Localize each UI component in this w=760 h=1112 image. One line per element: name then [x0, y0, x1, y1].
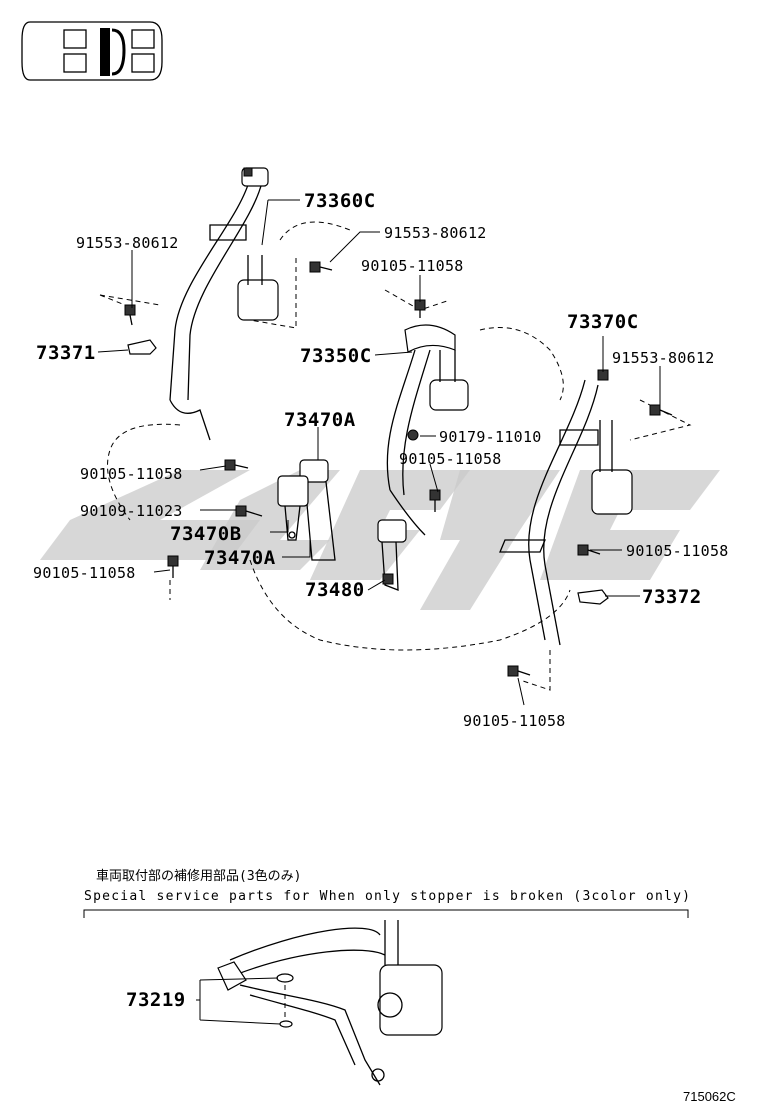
bolt-icon	[243, 167, 253, 177]
label-73480[interactable]: 73480	[305, 579, 365, 601]
service-note-section: 車両取付部の補修用部品(3色のみ) Special service parts …	[83, 868, 690, 1086]
label-73470A-top[interactable]: 73470A	[284, 409, 356, 431]
label-73372[interactable]: 73372	[642, 586, 702, 608]
label-91553-80612-a[interactable]: 91553-80612	[76, 234, 179, 252]
label-90105-11058-e[interactable]: 90105-11058	[626, 542, 729, 560]
label-91553-80612-c[interactable]: 91553-80612	[612, 349, 715, 367]
bolt-icon	[407, 429, 419, 441]
label-73370C[interactable]: 73370C	[567, 311, 639, 333]
leader-lines	[97, 199, 661, 706]
stoppers	[127, 339, 609, 605]
label-73371[interactable]: 73371	[36, 342, 96, 364]
part-number-labels: 73360C 91553-80612 91553-80612 90105-110…	[33, 190, 729, 730]
bolt-icon	[414, 299, 426, 318]
diagram-code: 715062C	[683, 1089, 736, 1104]
label-90179-11010[interactable]: 90179-11010	[439, 428, 542, 446]
label-90105-11058-b[interactable]: 90105-11058	[399, 450, 502, 468]
right-seat-belt-assembly	[499, 379, 692, 691]
bolt-icon	[429, 489, 441, 512]
label-73360C[interactable]: 73360C	[304, 190, 376, 212]
bolt-icon	[382, 573, 394, 585]
label-73350C[interactable]: 73350C	[300, 345, 372, 367]
label-90105-11058-c[interactable]: 90105-11058	[80, 465, 183, 483]
bolt-icon	[124, 304, 136, 326]
label-90105-11058-a[interactable]: 90105-11058	[361, 257, 464, 275]
service-note-english: Special service parts for When only stop…	[84, 889, 690, 904]
label-73470B[interactable]: 73470B	[170, 523, 242, 545]
label-90105-11058-f[interactable]: 90105-11058	[463, 712, 566, 730]
service-note-japanese: 車両取付部の補修用部品(3色のみ)	[96, 868, 301, 884]
bolt-icon	[577, 544, 601, 556]
label-90105-11058-d[interactable]: 90105-11058	[33, 564, 136, 582]
bolts	[124, 167, 673, 677]
vehicle-location-icon	[21, 21, 163, 81]
label-91553-80612-b[interactable]: 91553-80612	[384, 224, 487, 242]
bolt-icon	[235, 505, 263, 517]
bolt-icon	[649, 404, 673, 416]
bolt-icon	[507, 665, 531, 677]
label-90109-11023[interactable]: 90109-11023	[80, 502, 183, 520]
bolt-icon	[167, 555, 179, 578]
bolt-icon	[309, 261, 333, 273]
center-seat-belt-assembly	[384, 289, 469, 536]
buckle-assemblies	[277, 459, 407, 591]
left-seat-belt-assembly	[99, 167, 297, 441]
label-73470A-bottom[interactable]: 73470A	[204, 547, 276, 569]
label-73219[interactable]: 73219	[126, 989, 186, 1011]
bolt-icon	[224, 459, 249, 471]
